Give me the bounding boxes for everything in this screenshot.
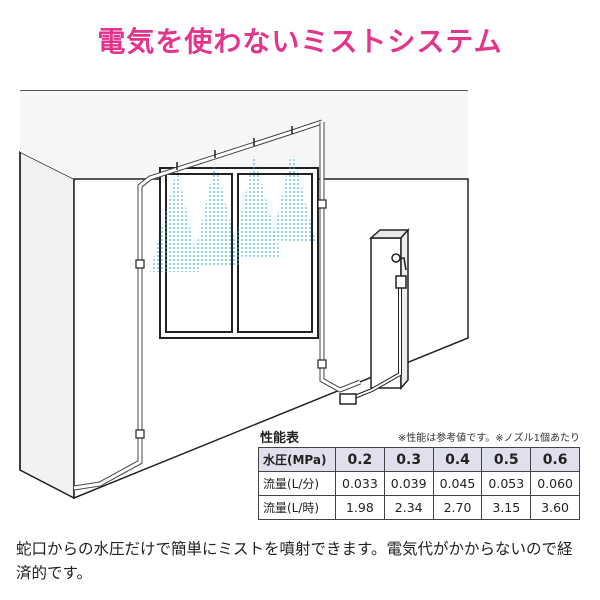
pressure-value: 0.2 — [335, 447, 385, 472]
pressure-header-label: 水圧(MPa) — [258, 447, 336, 472]
table-cell: 2.70 — [432, 495, 483, 520]
table-cell: 0.039 — [383, 471, 434, 496]
table-row: 流量(L/分) 0.033 0.039 0.045 0.053 0.060 — [258, 471, 580, 496]
table-cell: 0.060 — [530, 471, 580, 496]
table-row: 流量(L/時) 1.98 2.34 2.70 3.15 3.60 — [258, 495, 580, 520]
table-cell: 3.15 — [481, 495, 532, 520]
pressure-value: 0.5 — [481, 447, 532, 472]
performance-table-note: ※性能は参考値です。※ノズル1個あたり — [397, 433, 580, 444]
table-cell: 0.045 — [432, 471, 483, 496]
flow-per-minute-label: 流量(L/分) — [258, 471, 336, 496]
performance-table-title: 性能表 — [260, 431, 300, 446]
pressure-value: 0.3 — [383, 447, 434, 472]
table-cell: 0.053 — [481, 471, 532, 496]
table-row: 水圧(MPa) 0.2 0.3 0.4 0.5 0.6 — [258, 447, 580, 472]
table-cell: 1.98 — [335, 495, 385, 520]
performance-table: 水圧(MPa) 0.2 0.3 0.4 0.5 0.6 流量(L/分) 0.03… — [258, 447, 580, 520]
table-cell: 2.34 — [383, 495, 434, 520]
table-cell: 3.60 — [530, 495, 580, 520]
mist-system-illustration — [19, 90, 469, 500]
pressure-value: 0.4 — [432, 447, 483, 472]
flow-per-hour-label: 流量(L/時) — [258, 495, 336, 520]
mist-spray — [150, 150, 316, 272]
description-caption: 蛇口からの水圧だけで簡単にミストを噴射できます。電気代がかからないので経済的です… — [16, 540, 573, 582]
water-faucet-post — [339, 228, 410, 405]
page-title: 電気を使わないミストシステム — [97, 25, 503, 58]
pressure-value: 0.6 — [530, 447, 580, 472]
mist-piping — [73, 119, 361, 491]
performance-table-section: 性能表 ※性能は参考値です。※ノズル1個あたり 水圧(MPa) 0.2 0.3 … — [258, 427, 580, 520]
table-cell: 0.033 — [335, 471, 385, 496]
nozzles — [176, 126, 293, 170]
